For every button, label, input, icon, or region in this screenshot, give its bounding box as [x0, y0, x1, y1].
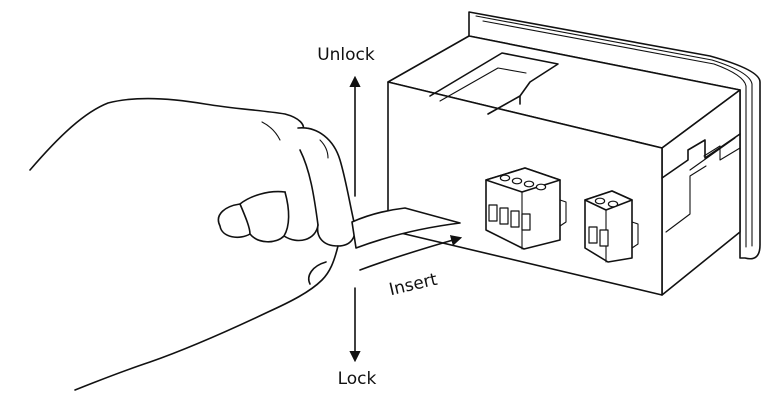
four-pin-terminal-block — [485, 167, 567, 250]
insert-tab — [351, 207, 461, 249]
hand-illustration — [29, 97, 356, 391]
insert-label: Insert — [387, 270, 439, 301]
two-pin-terminal-block — [584, 190, 639, 263]
lock-label: Lock — [338, 369, 377, 389]
insert-arrow — [359, 235, 463, 271]
unlock-label: Unlock — [317, 45, 375, 65]
panel-meter — [387, 11, 761, 296]
mounting-clip-top — [429, 52, 559, 115]
mounting-clip-side — [661, 133, 741, 233]
front-bezel — [468, 11, 761, 260]
